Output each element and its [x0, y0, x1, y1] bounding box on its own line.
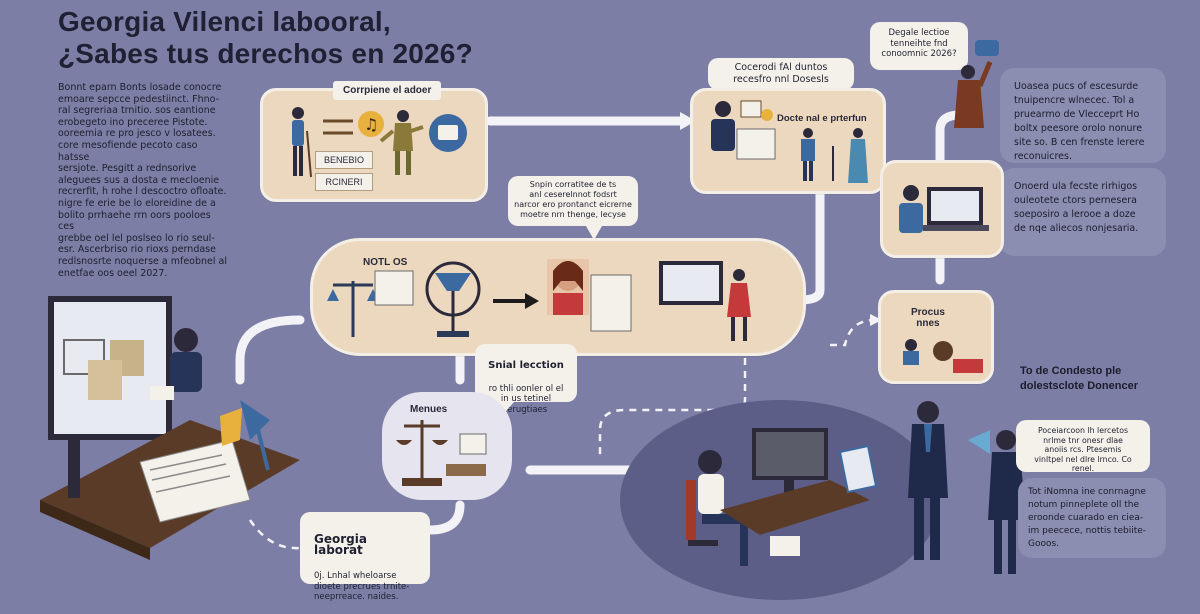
connector-left	[235, 315, 305, 385]
businessman-icon	[908, 401, 948, 560]
office-worker-icon	[711, 101, 735, 151]
desk-lamp-icon	[220, 400, 270, 471]
globe-lamp-icon	[425, 261, 481, 337]
panel-lower-label: Menues	[410, 404, 448, 415]
side-card-bottom: Tot iNomna ine conrnagne notum pinneplet…	[1018, 478, 1166, 558]
panel-top: Corrpiene el adoer ♫ BENEBIO RCINERI	[260, 81, 488, 202]
panel-right: Procus nnes	[878, 290, 994, 384]
panel-top-right-label: Docte nal e prterfun	[777, 113, 867, 124]
papers-stack-icon	[139, 439, 251, 523]
panel-top-illustration: ♫	[292, 107, 467, 178]
document-icon	[736, 128, 776, 160]
side-card-2: Onoerd ula fecste rirhigos ouleotete cto…	[1000, 168, 1166, 256]
coffee-icon	[933, 341, 953, 361]
list-document-icon	[374, 270, 414, 306]
panel-middle-illustration	[327, 259, 751, 341]
monitor-icon	[659, 261, 723, 305]
connector-bottom-left	[425, 500, 465, 535]
arrow-right-icon	[493, 293, 539, 309]
title-line-2: ¿Sabes tus derechos en 2026?	[58, 38, 473, 69]
intro-text: Bonnt eparn Bonts losade conocre emoare …	[58, 82, 228, 279]
speech-mid: Snpin corratitee de ts anl ceserelnnot f…	[508, 176, 638, 226]
seated-woman-icon	[686, 450, 748, 566]
woman-at-desk-icon	[170, 328, 202, 392]
rights-badge: RCINERI	[315, 173, 373, 191]
justice-scales-icon	[396, 420, 448, 486]
office-desk	[720, 480, 870, 535]
paper-icon	[459, 433, 487, 455]
svg-text:♫: ♫	[364, 115, 378, 134]
panel-middle: NOTL OS	[310, 238, 806, 356]
card-top-center: Cocerodi fAl duntos recesfro nnl Dosesls	[708, 58, 854, 90]
office-monitor-icon	[752, 428, 828, 496]
side-card-1: Uoasea pucs of escesurde tnuipencre wlne…	[1000, 68, 1166, 163]
card-right: Poceiarcoon lh lercetos nrlme tnr onesr …	[1016, 420, 1150, 473]
office-scene	[620, 400, 1026, 600]
monitor-stand	[68, 438, 80, 498]
woman-walking-icon	[727, 269, 751, 341]
panel-laptop	[880, 160, 1004, 258]
worker-figure-icon	[379, 110, 424, 175]
speech-lower-text: ro thli oonler ol el in us tetinel lerug…	[488, 383, 564, 415]
speech-lower: Snial lecction ro thli oonler ol el in u…	[475, 344, 577, 415]
flow-connectors	[235, 110, 965, 535]
dashed-arrow-head	[870, 314, 882, 326]
megaphone-icon	[968, 430, 990, 454]
two-people-icon	[801, 128, 868, 183]
panel-right-label: Procus nnes	[911, 307, 945, 329]
panel-lower: Menues	[382, 392, 512, 500]
handheld-document-icon	[838, 444, 878, 494]
panel-top-label: Corrpiene el adoer	[333, 81, 442, 100]
speech-lower-title: Snial lecction	[488, 359, 564, 371]
contract-document-icon	[590, 274, 632, 332]
connectors-layer	[235, 110, 965, 550]
businesswoman-icon	[988, 430, 1026, 574]
photo-frame-icon	[740, 100, 762, 118]
title-line-1: Georgia Vilenci labooral,	[58, 6, 391, 37]
music-coin-icon	[358, 111, 384, 137]
page-title: Georgia Vilenci labooral, ¿Sabes tus der…	[58, 6, 473, 70]
left-desk-illustration	[40, 296, 300, 560]
arrows-icon	[323, 119, 353, 135]
coin-icon	[761, 109, 773, 121]
panel-right-illustration	[903, 339, 983, 373]
elderly-person-icon	[292, 107, 312, 178]
laptop-worker-illustration	[899, 185, 989, 233]
benefit-badge: BENEBIO	[315, 151, 373, 169]
speech-top-right: Degale lectioe tenneihte fnd conoomnic 2…	[870, 22, 968, 70]
panel-top-right: Docte nal e prterfun	[690, 88, 886, 194]
card-bottom-left: Georgia laborat 0j. Lnhal wheloarse dioe…	[300, 512, 430, 602]
red-tag-icon	[953, 359, 983, 373]
panel-lower-illustration	[396, 420, 487, 486]
panel-middle-label: NOTL OS	[363, 257, 408, 268]
panel-top-right-illustration	[711, 100, 868, 183]
woman-portrait-icon	[547, 259, 589, 315]
large-monitor-icon	[48, 296, 172, 440]
heading-right: To de Condesto ple dolestsclote Donencer	[1020, 365, 1138, 392]
desk-paper-icon	[770, 536, 800, 556]
gavel-icon	[446, 464, 486, 476]
card-bottom-left-title: Georgia laborat	[314, 531, 367, 557]
card-bottom-left-text: 0j. Lnhal wheloarse dioete precrues trni…	[314, 571, 410, 602]
keyboard-icon	[150, 386, 174, 400]
arrow-head-top	[680, 112, 696, 130]
